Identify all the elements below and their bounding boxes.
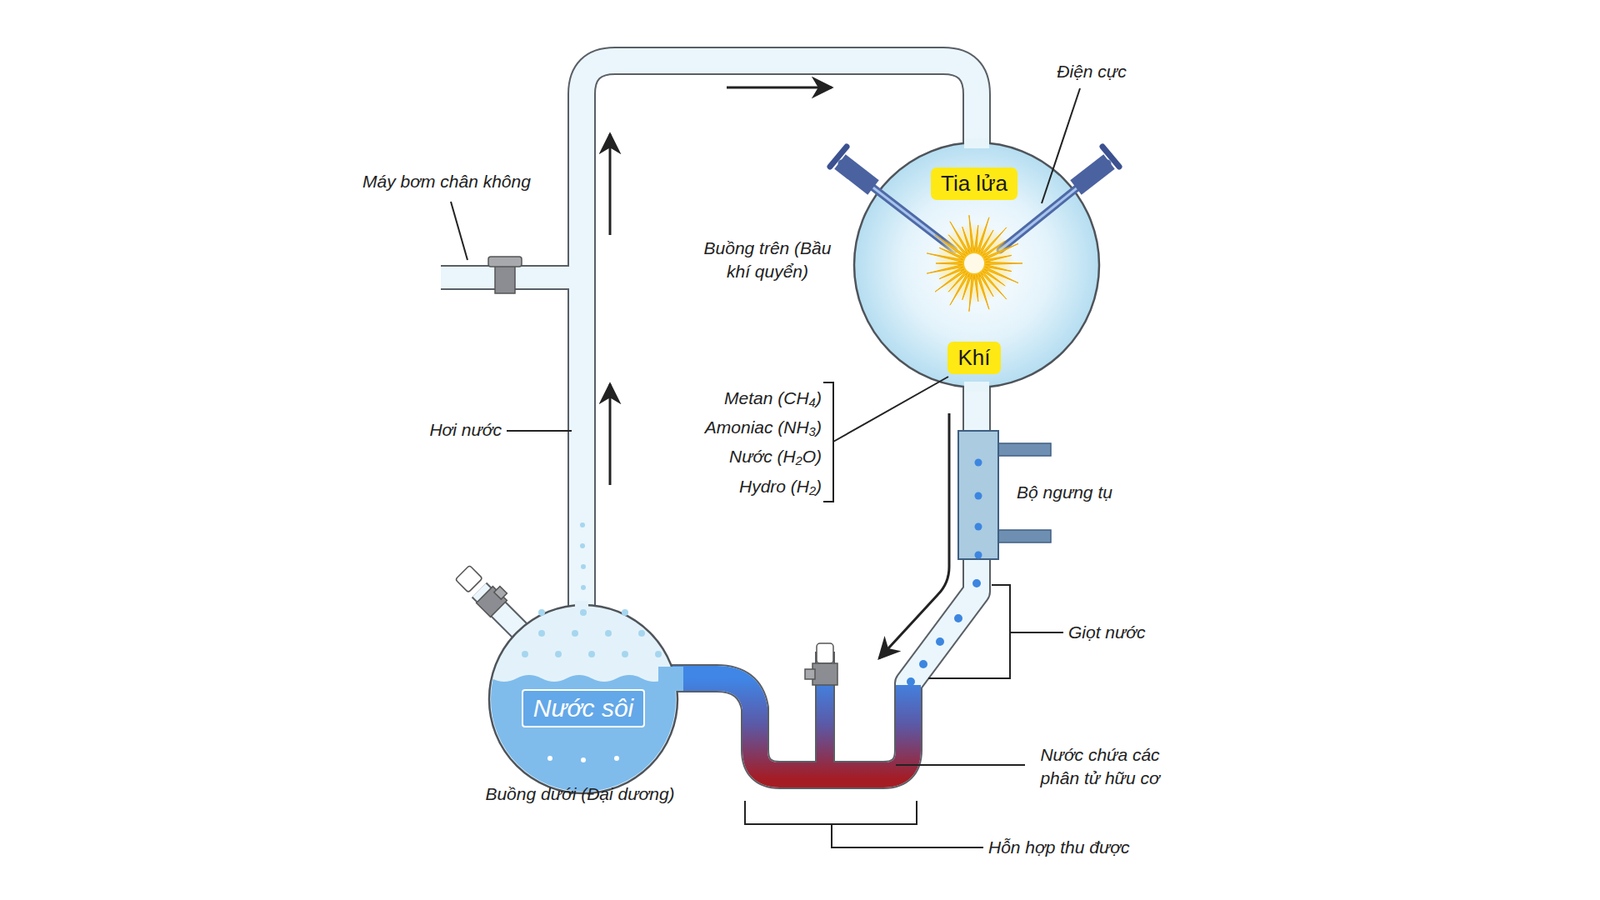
box-text: Khí xyxy=(957,345,990,371)
part-label: Hydro (H₂) xyxy=(739,475,822,499)
gas-label-box: Khí xyxy=(947,341,1000,375)
box-text: Nước sôi xyxy=(533,694,635,723)
water-label-box: Nước sôi xyxy=(521,689,646,728)
water-droplets xyxy=(906,579,981,686)
part-label: Điện cực xyxy=(1056,60,1126,84)
spark-core xyxy=(964,253,985,274)
flow-arrows xyxy=(610,87,950,659)
mixture-liquid xyxy=(666,666,909,775)
part-label: Hơi nước xyxy=(429,418,502,442)
lower-flask xyxy=(466,600,692,817)
part-label: Máy bơm chân không xyxy=(362,170,531,194)
part-label: Metan (CH₄) xyxy=(724,386,822,410)
leader-lines xyxy=(450,88,1080,848)
part-label: Buồng dưới (Đại dương) xyxy=(485,782,675,806)
part-label: Buồng trên (Bầu khí quyển) xyxy=(695,236,841,285)
spark-starburst xyxy=(926,215,1023,311)
part-label: Nước chứa các phân tử hữu cơ xyxy=(1029,743,1171,791)
part-label: Hỗn hợp thu được xyxy=(988,835,1130,860)
upper-chamber xyxy=(854,138,1100,392)
spark-label-box: Tia lửa xyxy=(930,167,1018,200)
part-label: Nước (H₂O) xyxy=(729,445,822,469)
stopcocks xyxy=(455,256,838,685)
box-text: Tia lửa xyxy=(940,170,1008,197)
part-label: Giọt nước xyxy=(1068,620,1146,645)
part-label: Bộ ngưng tụ xyxy=(1016,480,1113,505)
steam-bubbles xyxy=(521,522,662,763)
part-label: Amoniac (NH₃) xyxy=(705,415,822,440)
